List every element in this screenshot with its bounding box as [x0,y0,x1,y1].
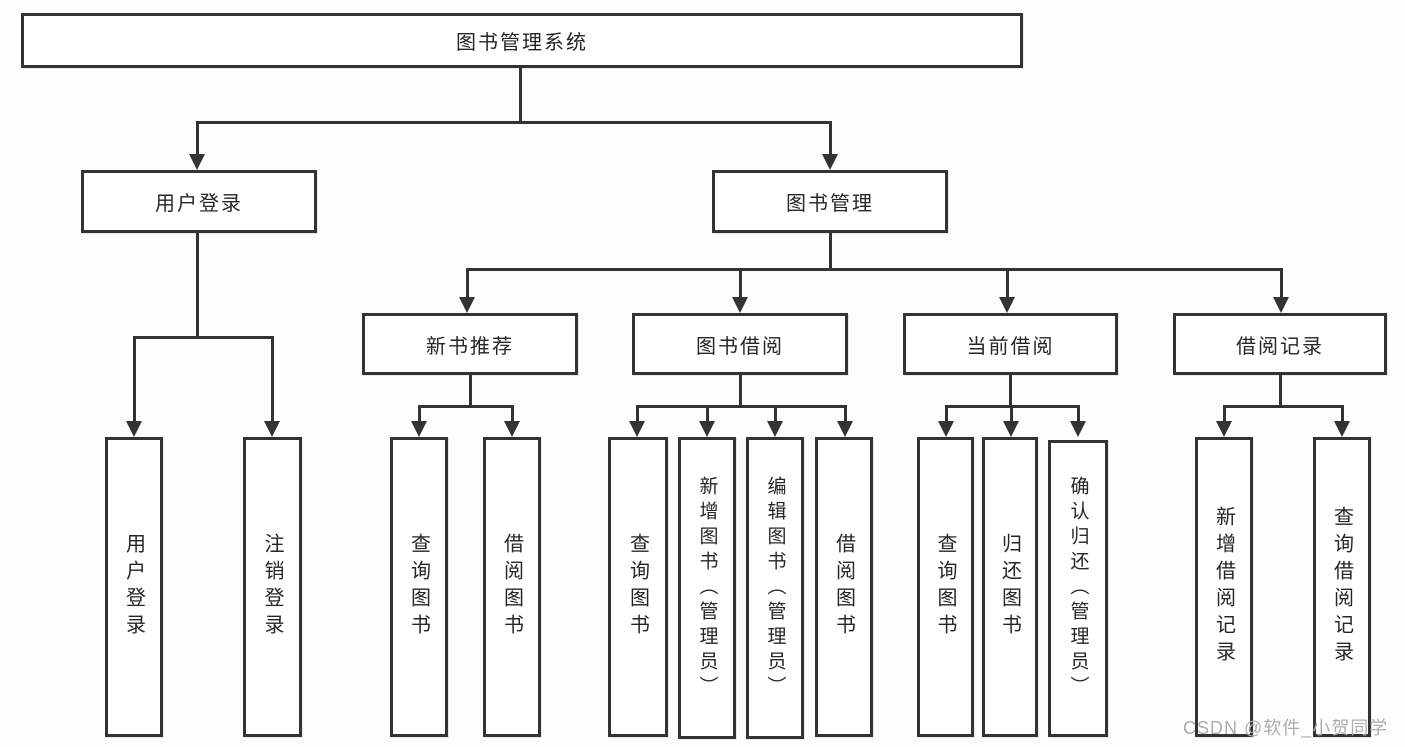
connector-records-c2-drop [1341,405,1344,421]
node-user-login: 用户登录 [81,170,317,233]
connector-logout-drop [271,336,274,421]
arrowhead-borrow-c1 [629,421,645,437]
connector-recommend-c2-drop [511,405,514,421]
connector-bookmgmt-span [466,268,1283,271]
node-new-book-recommend: 新书推荐 [362,313,578,375]
node-borrow-add-books-admin: 新增图书（管理员） [678,437,736,739]
node-borrow-edit-books-admin: 编辑图书（管理员） [746,437,804,739]
connector-records-span [1223,405,1343,408]
node-current-borrow: 当前借阅 [903,313,1118,375]
node-book-management: 图书管理 [712,170,948,233]
arrowhead-recommend-c2 [504,421,520,437]
arrowhead-current-c3 [1070,421,1086,437]
node-user-login-action: 用户登录 [105,437,163,737]
node-current-confirm-return-admin: 确认归还（管理员） [1048,440,1108,737]
csdn-watermark: CSDN @软件_小贺同学 [1183,718,1389,738]
connector-borrow-stem [739,375,742,405]
connector-level1-span [196,121,832,124]
node-current-query-books: 查询图书 [917,437,974,737]
connector-borrow-c1-drop [636,405,639,421]
node-library-system: 图书管理系统 [21,13,1023,68]
node-recommend-query-books: 查询图书 [390,437,448,737]
node-borrow-records: 借阅记录 [1173,313,1387,375]
arrowhead-borrow-c4 [837,421,853,437]
connector-borrow-c3-drop [774,405,777,421]
arrowhead-bookmgmt [822,154,838,170]
connector-recommend-stem [469,375,472,405]
arrowhead-borrow-c2 [699,421,715,437]
connector-records-drop [1280,268,1283,297]
connector-bookmgmt-stem [829,233,832,268]
node-current-return-books: 归还图书 [982,437,1038,737]
node-borrow-query-books: 查询图书 [608,437,668,737]
node-recommend-borrow-books: 借阅图书 [483,437,541,737]
connector-current-c3-drop [1077,405,1080,421]
connector-userlogin-stem [196,233,199,336]
node-records-query-record: 查询借阅记录 [1313,437,1371,737]
connector-borrow-span [636,405,846,408]
connector-recommend-span [418,405,514,408]
connector-root-stem [519,68,522,121]
arrowhead-newbook [459,297,475,313]
connector-userlogin-drop [196,121,199,154]
node-records-add-record: 新增借阅记录 [1195,437,1253,737]
connector-current-drop [1006,268,1009,297]
connector-current-c2-drop [1010,405,1013,421]
connector-current-c1-drop [945,405,948,421]
connector-bookmgmt-drop [829,121,832,154]
arrowhead-login [126,421,142,437]
arrowhead-logout [264,421,280,437]
connector-current-stem [1009,375,1012,405]
node-borrow-borrow-books: 借阅图书 [815,437,873,737]
arrowhead-current-c2 [1003,421,1019,437]
node-book-borrow: 图书借阅 [632,313,848,375]
connector-login-drop [133,336,136,421]
arrowhead-records-c2 [1334,421,1350,437]
arrowhead-current [999,297,1015,313]
arrowhead-borrow [732,297,748,313]
connector-borrow-c4-drop [844,405,847,421]
connector-recommend-c1-drop [418,405,421,421]
connector-userlogin-span [133,336,274,339]
connector-borrow-drop [739,268,742,297]
connector-newbook-drop [466,268,469,297]
arrowhead-recommend-c1 [411,421,427,437]
connector-borrow-c2-drop [706,405,709,421]
arrowhead-userlogin [189,154,205,170]
node-logout-action: 注销登录 [243,437,302,737]
arrowhead-records-c1 [1216,421,1232,437]
connector-records-c1-drop [1223,405,1226,421]
arrowhead-records [1273,297,1289,313]
arrowhead-borrow-c3 [767,421,783,437]
arrowhead-current-c1 [938,421,954,437]
connector-records-stem [1279,375,1282,405]
